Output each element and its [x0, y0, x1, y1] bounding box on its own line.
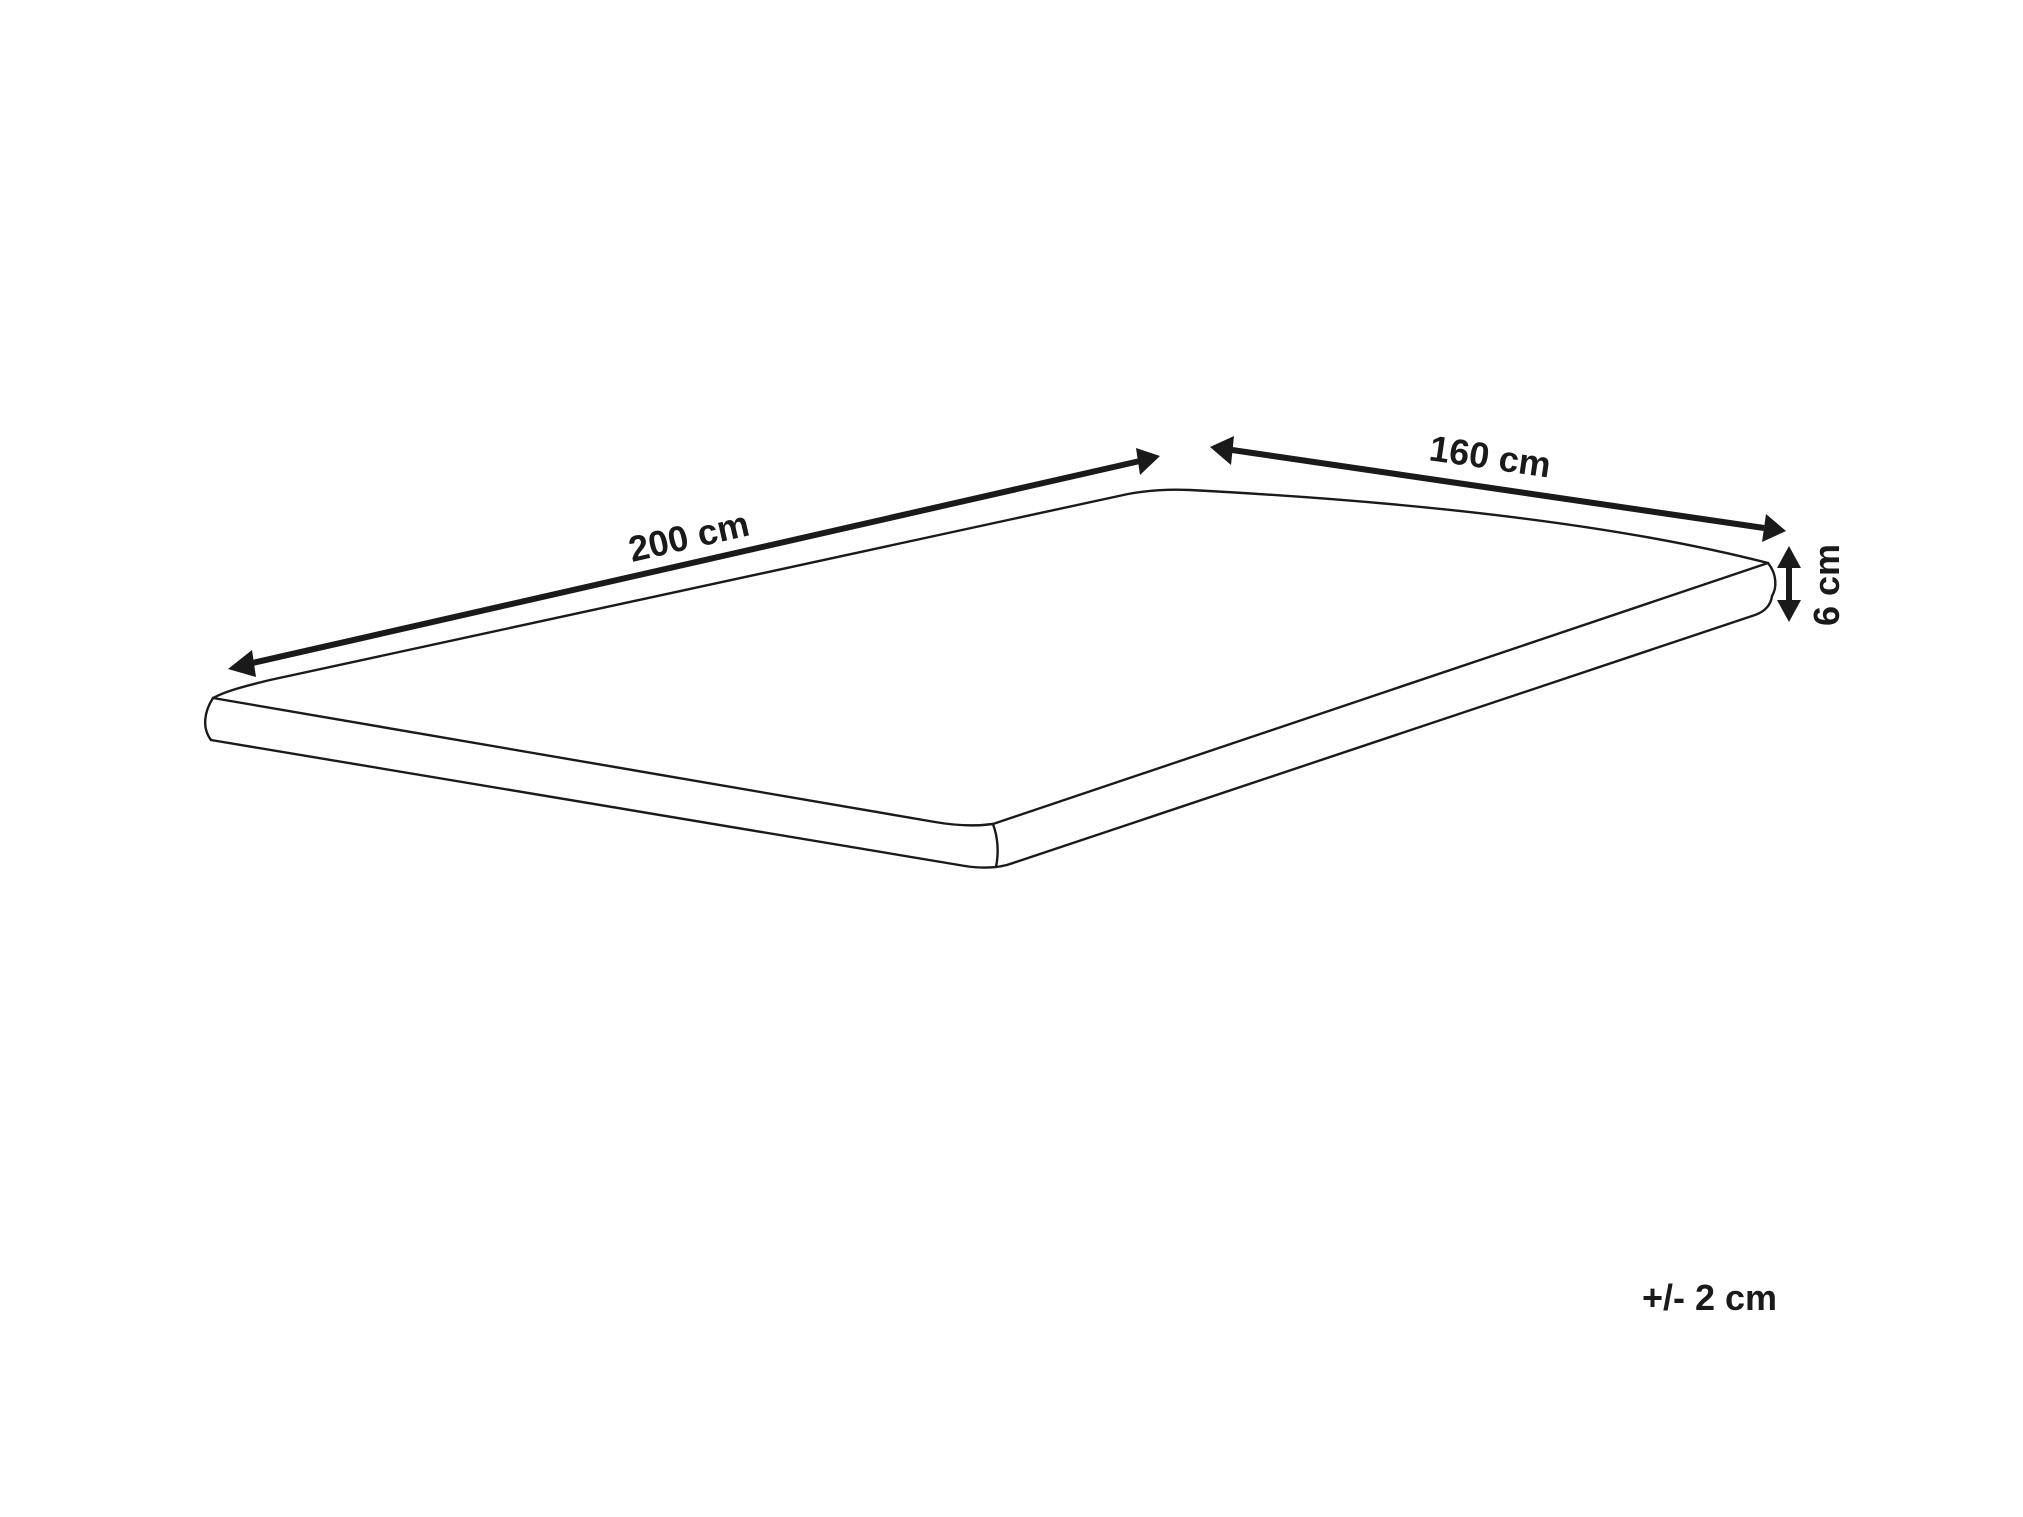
width-label: 160 cm	[1427, 427, 1554, 485]
height-label: 6 cm	[1806, 544, 1847, 626]
height-arrow-up-icon	[1777, 546, 1801, 568]
width-dimension: 160 cm	[1210, 427, 1786, 542]
mattress-top-front-right-edge	[991, 561, 1770, 826]
length-label: 200 cm	[625, 503, 753, 570]
mattress-top-back-edge	[211, 488, 1770, 700]
mattress-right-end	[1766, 561, 1777, 598]
height-arrow-down-icon	[1777, 600, 1801, 622]
mattress-bottom-front-left-edge	[209, 738, 1015, 869]
width-dimension-line	[1231, 447, 1765, 531]
mattress-outline	[204, 488, 1777, 869]
width-arrow-right-icon	[1762, 514, 1786, 542]
length-arrow-right-icon	[1136, 448, 1160, 475]
mattress-front-corner-seam	[991, 822, 999, 869]
mattress-bottom-front-right-edge	[1011, 594, 1774, 865]
length-arrow-left-icon	[228, 650, 256, 677]
length-dimension-line	[247, 458, 1141, 667]
tolerance-note: +/- 2 cm	[1642, 1277, 1777, 1318]
length-dimension: 200 cm	[228, 448, 1160, 677]
height-dimension: 6 cm	[1777, 544, 1847, 626]
mattress-left-end	[204, 696, 215, 742]
mattress-top-front-left-edge	[211, 696, 995, 827]
width-arrow-left-icon	[1210, 436, 1234, 465]
